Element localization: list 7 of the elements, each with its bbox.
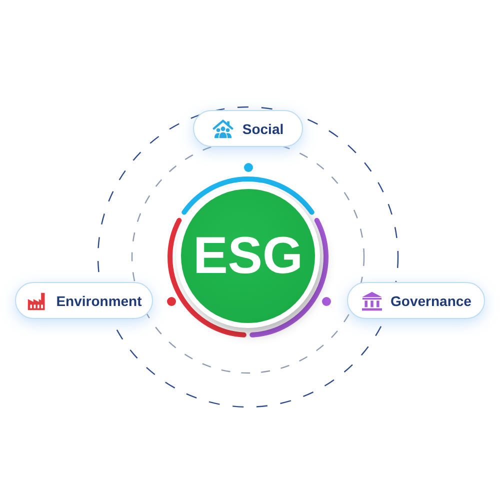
category-label: Environment xyxy=(56,292,142,308)
category-pill xyxy=(347,282,485,319)
category-label: Governance xyxy=(390,292,472,308)
center-circle: ESG xyxy=(181,189,315,323)
category-pill xyxy=(193,110,303,147)
category-label: Social xyxy=(242,120,284,136)
category-pill xyxy=(15,282,153,319)
